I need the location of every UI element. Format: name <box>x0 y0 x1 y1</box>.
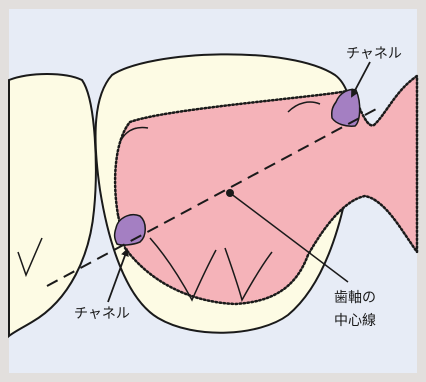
channel-label-bottom: チャネル <box>74 306 130 322</box>
axis-label-line1: 歯軸の <box>334 290 376 306</box>
axis-label-line2: 中心線 <box>334 313 376 329</box>
left-neighbor-tooth <box>9 74 96 336</box>
channel-label-top: チャネル <box>346 46 402 62</box>
channel-arrow-top <box>352 62 370 96</box>
